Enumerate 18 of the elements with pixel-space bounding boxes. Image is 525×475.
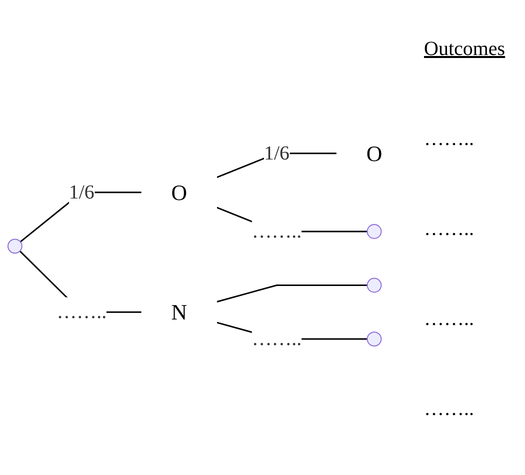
node-text: N (171, 299, 188, 324)
answer-blank: …….. (424, 308, 474, 332)
edge-label: 1/6 (264, 142, 290, 164)
edge-label: …….. (252, 328, 302, 350)
node-point (366, 331, 382, 346)
answer-blank: …….. (424, 218, 474, 241)
node-point (7, 238, 22, 254)
node-point (366, 224, 382, 238)
edge-label: 1/6 (68, 180, 94, 203)
node-text: O (171, 180, 188, 204)
column-heading: Outcomes (424, 38, 506, 61)
edge-label: …….. (56, 300, 107, 323)
node-point (366, 277, 382, 292)
answer-blank: …….. (424, 398, 474, 422)
answer-blank: …….. (424, 128, 474, 151)
edge-label: …….. (252, 220, 302, 242)
node-text: O (366, 140, 382, 166)
connector (216, 284, 368, 302)
